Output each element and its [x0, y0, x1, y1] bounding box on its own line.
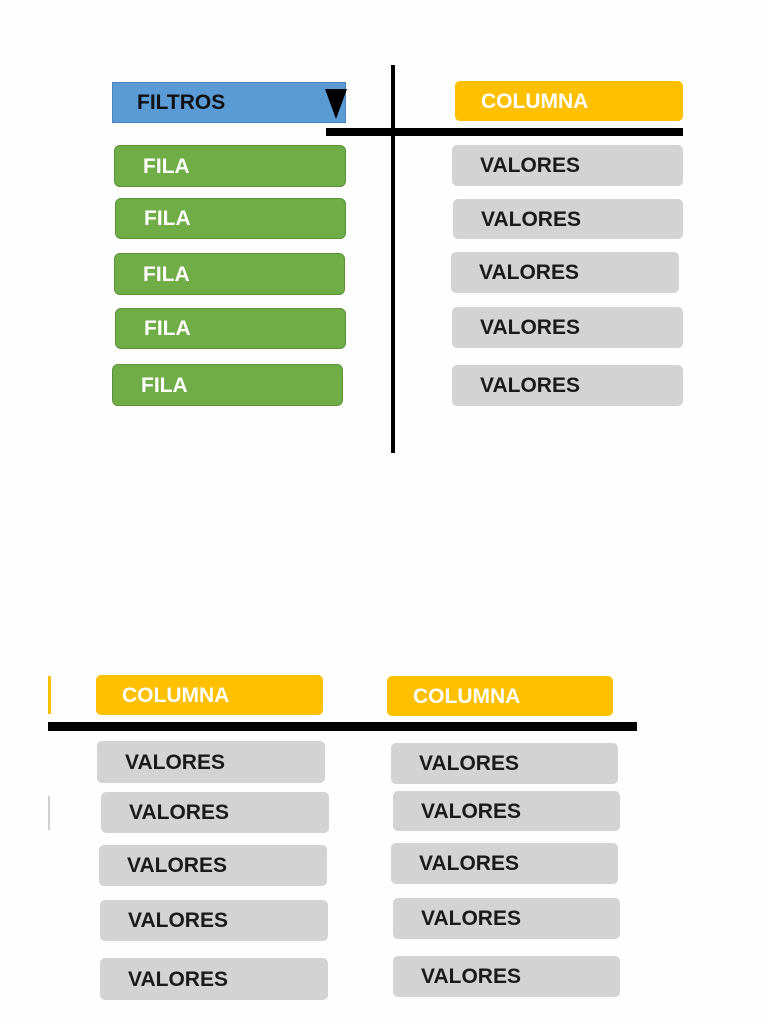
bottom-column-sliver	[48, 676, 51, 714]
row-label: FILA	[144, 207, 191, 230]
filter-box: FILTROS	[112, 82, 346, 123]
value-box: VALORES	[393, 898, 620, 939]
filter-dropdown-arrow-icon	[325, 89, 347, 119]
top-vertical-divider	[391, 65, 395, 453]
row-box: FILA	[114, 145, 346, 187]
value-label: VALORES	[419, 852, 519, 875]
filter-label: FILTROS	[137, 91, 226, 114]
row-label: FILA	[143, 154, 190, 178]
value-box: VALORES	[97, 741, 325, 783]
top-column-label: COLUMNA	[481, 89, 589, 113]
value-label: VALORES	[421, 799, 521, 823]
value-label: VALORES	[421, 965, 521, 988]
value-label: VALORES	[129, 801, 229, 824]
row-label: FILA	[144, 317, 191, 340]
value-box: VALORES	[100, 900, 328, 941]
value-box: VALORES	[393, 791, 620, 831]
top-horizontal-divider	[326, 128, 683, 136]
value-box: VALORES	[393, 956, 620, 997]
bottom-column-label: COLUMNA	[413, 684, 521, 708]
row-box: FILA	[115, 308, 346, 349]
value-box: VALORES	[391, 743, 618, 784]
value-label: VALORES	[480, 316, 580, 339]
row-box: FILA	[114, 253, 345, 295]
value-label: VALORES	[480, 374, 580, 397]
value-box: VALORES	[452, 307, 683, 348]
value-box: VALORES	[101, 792, 329, 833]
value-label: VALORES	[128, 967, 228, 991]
value-label: VALORES	[128, 909, 228, 932]
bottom-column-box-2: COLUMNA	[387, 676, 613, 716]
value-box: VALORES	[99, 845, 327, 886]
value-box: VALORES	[452, 145, 683, 186]
value-box: VALORES	[391, 843, 618, 884]
row-box: FILA	[115, 198, 346, 239]
row-label: FILA	[141, 373, 188, 397]
value-box: VALORES	[452, 365, 683, 406]
row-box: FILA	[112, 364, 343, 406]
value-box: VALORES	[453, 199, 683, 239]
bottom-horizontal-divider	[48, 722, 637, 731]
top-column-box: COLUMNA	[455, 81, 683, 121]
bottom-value-sliver	[48, 796, 50, 830]
value-label: VALORES	[127, 854, 227, 877]
value-label: VALORES	[419, 752, 519, 775]
value-box: VALORES	[100, 958, 328, 1000]
bottom-column-label: COLUMNA	[122, 683, 230, 707]
row-label: FILA	[143, 262, 190, 286]
bottom-column-box-1: COLUMNA	[96, 675, 323, 715]
value-label: VALORES	[479, 261, 579, 284]
value-label: VALORES	[421, 907, 521, 930]
value-box: VALORES	[451, 252, 679, 293]
value-label: VALORES	[125, 750, 225, 774]
value-label: VALORES	[480, 154, 580, 177]
value-label: VALORES	[481, 207, 581, 231]
